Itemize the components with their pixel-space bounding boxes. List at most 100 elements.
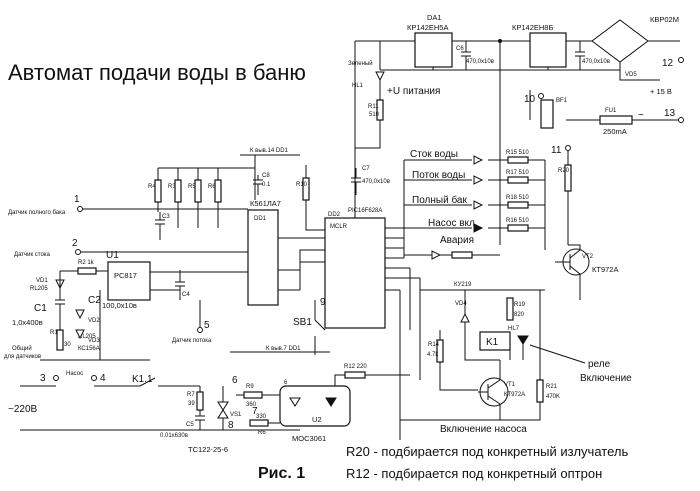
plus-u-label: +U питания [387,86,440,97]
triac-part: TC122-25-6 [188,445,228,454]
hl6-label: Авария [440,235,474,246]
r9-label: R9 [246,384,254,390]
terminal-13 [678,117,684,123]
r15-resistor [507,156,529,164]
hl1-name: HL1 [352,83,364,89]
r2-label: R2 1k [78,260,95,266]
c-da-value: 470,0x10в [582,59,610,65]
r18-label: R18 510 [506,195,529,201]
r17-resistor [507,176,529,184]
r3-resistor [174,179,182,203]
r6-label: R6 [258,430,266,436]
common-label: Общий [12,345,32,352]
r14-label: R14 [428,342,440,348]
chip-dd2 [324,217,386,329]
t8-label: 8 [228,420,234,431]
hl4-led-icon [473,175,484,185]
moc-label: MOC3061 [292,434,326,443]
r9-resistor [243,391,263,399]
dd2-part: PIC16F628A [348,208,382,214]
optotriac-u2 [279,385,351,427]
r2-resistor [77,267,97,275]
vd3-diode-icon [75,329,85,340]
vd1-label: VD1 [36,278,48,284]
r16-label: R16 510 [506,218,529,224]
regulator-da1 [414,32,453,68]
t10-label: 10 [524,94,536,105]
hl6-led-icon [431,250,442,260]
plus15-label: + 15 В [650,87,672,96]
vd4-label: VD4 [455,301,467,307]
hl5-label: Насос вкл. [428,218,478,229]
t4-label: 4 [100,373,106,384]
da1-name: DA1 [427,13,442,22]
c7-label: C7 [362,166,370,172]
terminal-12 [678,57,684,63]
dd2-label: DD2 [328,212,341,218]
c6-label: C6 [456,46,464,52]
common-sub-label: для датчиков [4,354,41,360]
mains-label: ~220В [8,404,38,415]
power-supply: DA1 КР142ЕН5А КР142ЕН8Б C6 470,0x10в 470… [348,13,684,245]
vd2-part: RL205 [78,334,96,340]
buzzer-bf1 [540,99,554,129]
pin7-label: К выв.7 DD1 [266,346,301,352]
r12-label: R12 220 [344,364,367,370]
bridge-part: КВР02М [650,15,679,24]
hl7-led-icon [517,335,529,345]
r10-label: R10 [296,182,308,188]
r11-value: 510 [369,112,380,118]
logic-section: R4 R3 R5 R6 К выв.14 DD1 C8 0.1 C3 C4 DD… [148,148,421,440]
vd2-label: VD2 [88,318,100,324]
hl2-label: Сток воды [410,149,458,160]
c1-value: 1,0x400в [12,318,43,327]
diode-bridge-vd5 [591,19,649,63]
relay-section: КУ219 VD4 K1 R19 820 HL7 реле Включение … [400,282,632,435]
pump-label: Насос [66,371,83,377]
da-part: КР142ЕН8Б [512,23,553,32]
c7-value: 470,0x10в [362,179,390,185]
terminal-4 [91,375,97,381]
relay-label: реле [588,359,611,370]
bf1-label: BF1 [556,98,568,104]
ku219-label: КУ219 [454,282,472,288]
c2-label: C2 [88,295,101,306]
r6-resistor [249,419,269,427]
r14-value: 4.7k [427,352,439,358]
mains-section: 3 4 Насос ~220В K1.1 R7 39 C5 0.01x630в … [8,364,410,454]
bridge-ref: VD5 [625,72,637,78]
page-title: Автомат подачи воды в баню [8,60,306,85]
c6-value: 470,0x10в [466,59,494,65]
t11-label: 11 [551,145,562,156]
r1-value: 30 [64,342,71,348]
r1-resistor [56,329,64,351]
vt1-part: КТ972А [504,392,525,398]
r19-label: R19 [514,302,526,308]
c4-label: C4 [182,292,190,298]
vt2-part: КТ972А [592,265,618,274]
approx-symbol: ~ [638,110,644,121]
figure-caption: Рис. 1 [258,465,305,482]
fuse-fu1 [599,115,633,125]
r9-value: 360 [246,402,257,408]
r6-value: 330 [256,414,267,420]
u1-label: U1 [106,250,119,261]
r-hl6-resistor [451,251,473,259]
r19-resistor [506,297,514,321]
vt1-label: VT1 [504,382,516,388]
t9-label: 9 [320,297,326,308]
u2-label: U2 [312,415,322,424]
t7-label: 7 [252,406,258,417]
vs1-label: VS1 [230,412,242,418]
hl3-led-icon [473,200,484,210]
sensor-inputs: 1 Датчик полного бака 2 Датчик стока U1 … [4,194,248,361]
k1-label: K1.1 [132,374,153,385]
hl4-label: Поток воды [412,170,465,181]
triac-icon [217,401,229,411]
r21-label: R21 [546,384,558,390]
r12-resistor [344,371,366,379]
pc817-label: PC817 [114,271,137,280]
vd4-diode-icon [460,312,470,323]
